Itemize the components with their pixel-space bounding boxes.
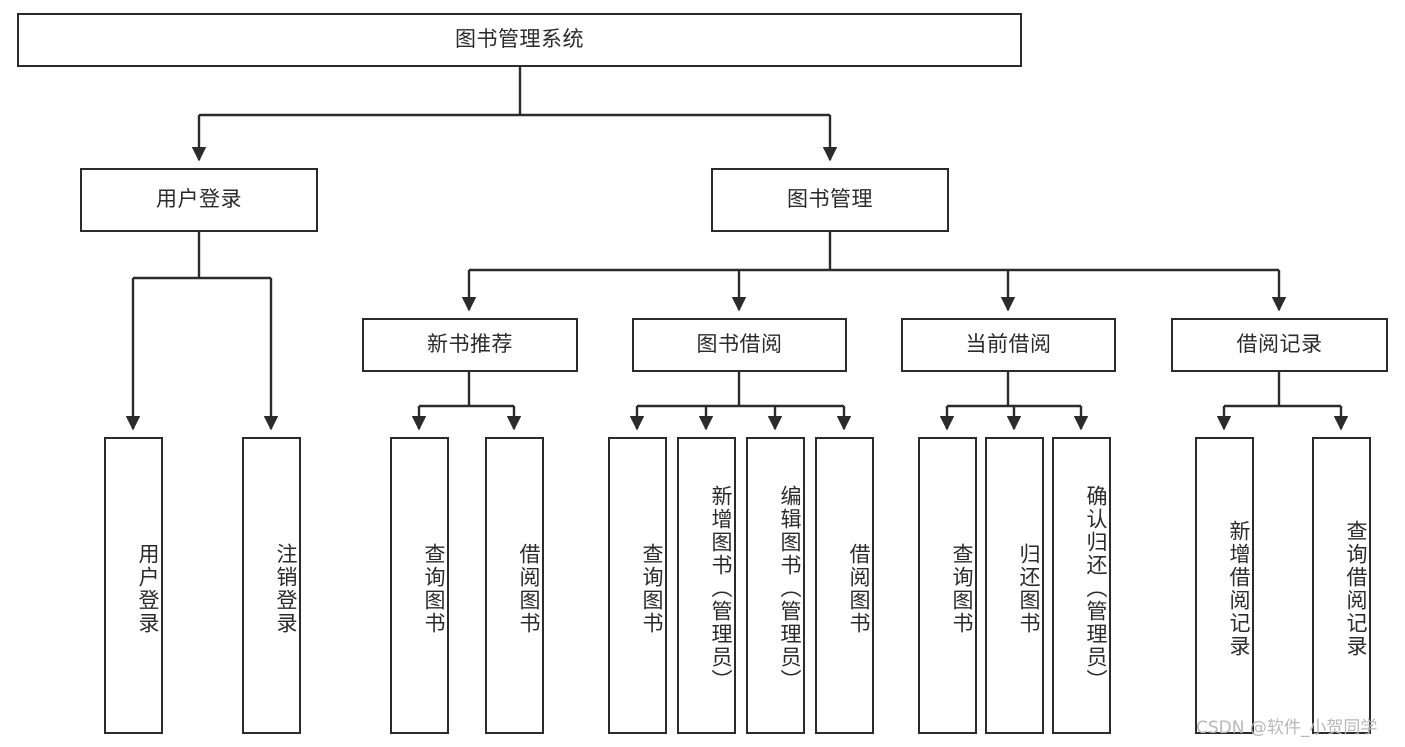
- node-new-book-recommend[interactable]: 新书推荐: [362, 318, 578, 372]
- node-current-borrow-label: 当前借阅: [965, 332, 1052, 357]
- leaf-query-record[interactable]: 查询借阅记录: [1312, 437, 1371, 734]
- node-user-login[interactable]: 用户登录: [80, 168, 318, 232]
- leaf-return-book-label: 归还图书: [1017, 542, 1041, 635]
- leaf-user-login-label: 用户登录: [136, 542, 160, 635]
- leaf-query-book-2-label: 查询图书: [640, 542, 664, 635]
- leaf-add-book-label: 新增图书（管理员）: [709, 485, 733, 692]
- leaf-return-book[interactable]: 归还图书: [985, 437, 1044, 734]
- leaf-confirm-return[interactable]: 确认归还（管理员）: [1052, 437, 1111, 734]
- leaf-add-book[interactable]: 新增图书（管理员）: [677, 437, 736, 734]
- node-book-manage[interactable]: 图书管理: [711, 168, 949, 232]
- node-new-book-recommend-label: 新书推荐: [427, 332, 513, 357]
- leaf-query-book-1-label: 查询图书: [422, 542, 446, 635]
- leaf-confirm-return-label: 确认归还（管理员）: [1084, 485, 1108, 692]
- node-current-borrow[interactable]: 当前借阅: [901, 318, 1116, 372]
- leaf-borrow-book-1-label: 借阅图书: [517, 542, 541, 635]
- leaf-query-book-3-label: 查询图书: [950, 542, 974, 635]
- leaf-query-book-2[interactable]: 查询图书: [608, 437, 667, 734]
- leaf-query-book-3[interactable]: 查询图书: [918, 437, 977, 734]
- leaf-add-record-label: 新增借阅记录: [1227, 519, 1251, 658]
- leaf-edit-book[interactable]: 编辑图书（管理员）: [746, 437, 805, 734]
- leaf-add-record[interactable]: 新增借阅记录: [1195, 437, 1254, 734]
- leaf-query-book-1[interactable]: 查询图书: [390, 437, 449, 734]
- leaf-borrow-book-2[interactable]: 借阅图书: [815, 437, 874, 734]
- leaf-borrow-book-2-label: 借阅图书: [847, 542, 871, 635]
- leaf-logout-login-label: 注销登录: [274, 542, 298, 635]
- leaf-logout-login[interactable]: 注销登录: [242, 437, 301, 734]
- leaf-borrow-book-1[interactable]: 借阅图书: [485, 437, 544, 734]
- node-book-borrow[interactable]: 图书借阅: [632, 318, 847, 372]
- node-book-manage-label: 图书管理: [787, 187, 873, 212]
- node-user-login-label: 用户登录: [156, 187, 242, 212]
- leaf-user-login[interactable]: 用户登录: [104, 437, 163, 734]
- node-root-label: 图书管理系统: [455, 27, 584, 52]
- node-book-borrow-label: 图书借阅: [696, 332, 783, 357]
- leaf-edit-book-label: 编辑图书（管理员）: [778, 485, 802, 692]
- node-borrow-record-label: 借阅记录: [1236, 332, 1323, 357]
- node-borrow-record[interactable]: 借阅记录: [1171, 318, 1388, 372]
- csdn-watermark: CSDN @软件_小贺同学: [1196, 718, 1378, 738]
- node-root[interactable]: 图书管理系统: [17, 13, 1022, 67]
- leaf-query-record-label: 查询借阅记录: [1344, 519, 1368, 658]
